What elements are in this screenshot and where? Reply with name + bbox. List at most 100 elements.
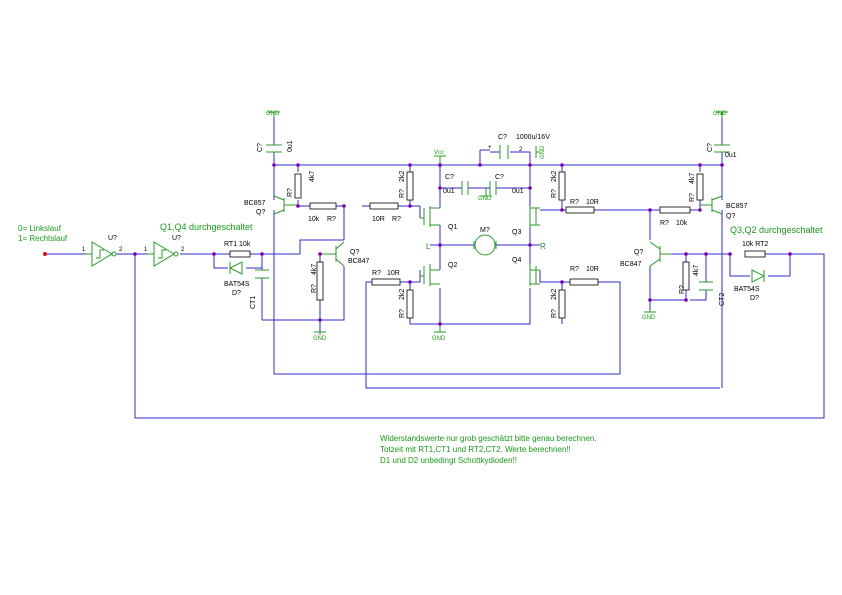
input-label-line1: 0= Linkslauf xyxy=(18,224,62,233)
diode-d1 xyxy=(228,261,243,275)
resistor-l-10r-low xyxy=(371,278,401,286)
wires xyxy=(45,118,825,419)
inverter-2-ref: U? xyxy=(172,235,181,242)
note-q1q4: Q1,Q4 durchgeschaltet xyxy=(160,222,253,232)
gnd-label-m-bottom: GND xyxy=(432,336,446,342)
resistor-l-base-val: 4k7 xyxy=(309,171,316,182)
resistor-rt1 xyxy=(229,250,251,258)
note-q3q2: Q3,Q2 durchgeschaltet xyxy=(730,225,823,235)
gnd-label-top: GND xyxy=(540,145,546,159)
transistor-right-pnp-type: BC857 xyxy=(726,203,748,210)
gnd-label-r-bottom: GND xyxy=(642,315,656,321)
resistor-r-4k7-val: 4k7 xyxy=(689,173,696,184)
cap-right-val: 0u1 xyxy=(725,152,737,159)
resistor-r-10r-low-ref: R? xyxy=(570,266,579,273)
cap-ct2 xyxy=(699,281,713,291)
resistor-r-4k7 xyxy=(696,173,704,201)
inverter-1 xyxy=(86,241,117,267)
cap-top-plus: + xyxy=(488,145,492,151)
gnd-label-right: GND xyxy=(713,111,727,117)
resistor-r-4k7-low-ref: R? xyxy=(679,285,686,294)
transistor-left-pnp-ref: Q? xyxy=(256,209,265,216)
cap-right xyxy=(714,144,730,153)
resistor-r-4k7-low xyxy=(682,261,690,291)
diode-d2 xyxy=(751,269,766,283)
mosfet-q1-label: Q1 xyxy=(448,224,457,231)
cap-top-val: 1000u/16V xyxy=(516,134,550,141)
resistor-r-10r-ref: R? xyxy=(570,199,579,206)
resistor-r-2k2-top xyxy=(558,171,566,201)
resistor-r-ser xyxy=(659,206,691,214)
mosfet-q1 xyxy=(420,206,440,227)
mosfet-q4 xyxy=(529,264,540,286)
resistor-l-10r xyxy=(369,202,399,210)
resistor-l-ser xyxy=(309,202,337,210)
transistor-right-npn-ref: Q? xyxy=(634,249,643,256)
note-line3: D1 und D2 unbedingt Schottkydioden!! xyxy=(380,456,517,465)
resistor-l-4k7-low xyxy=(316,261,324,301)
resistor-l-ser-ref: R? xyxy=(327,216,336,223)
net-left-label: L xyxy=(426,242,431,251)
note-line1: Widerstandswerte nur grob geschätzt bitt… xyxy=(380,434,597,443)
resistor-l-2k2-top-val: 2k2 xyxy=(399,171,406,182)
cap-mid1-ref: C? xyxy=(445,174,454,181)
transistor-left-npn-type: BC847 xyxy=(348,258,370,265)
mosfet-q3-label: Q3 xyxy=(512,229,521,236)
resistor-r-ser-val: 10k xyxy=(676,220,688,227)
resistor-l-4k7-low-val: 4k7 xyxy=(311,264,318,275)
transistor-left-pnp xyxy=(273,195,298,215)
inverter-2-pin-in: 1 xyxy=(144,247,148,253)
resistor-rt2 xyxy=(744,250,766,258)
resistors xyxy=(229,171,766,319)
input-label-line2: 1= Rechtslauf xyxy=(18,234,68,243)
transistor-right-pnp xyxy=(700,195,723,215)
cap-ct1 xyxy=(255,269,269,279)
cap-mid2-ref: C? xyxy=(495,174,504,181)
cap-mid2-val: 0u1 xyxy=(512,188,524,195)
transistor-right-pnp-ref: Q? xyxy=(726,213,735,220)
cap-left xyxy=(266,144,282,153)
cap-right-ref: C? xyxy=(707,143,714,152)
resistor-l-2k2-low-val: 2k2 xyxy=(399,289,406,300)
resistor-r-10r-low xyxy=(569,278,599,286)
mosfet-q2 xyxy=(420,264,440,286)
transistor-left-npn-ref: Q? xyxy=(350,249,359,256)
resistor-l-2k2-top xyxy=(406,171,414,201)
cap-left-val: 0u1 xyxy=(287,140,294,152)
gnd-label-mid: GND xyxy=(478,196,492,202)
resistor-r-4k7-low-val: 4k7 xyxy=(693,265,700,276)
transistor-right-npn xyxy=(649,241,672,267)
junctions xyxy=(43,163,792,326)
transistor-right-npn-type: BC847 xyxy=(620,261,642,268)
inverter-1-ref: U? xyxy=(108,235,117,242)
resistor-r-10r-val: 10R xyxy=(586,199,599,206)
resistor-l-2k2-low xyxy=(406,289,414,319)
cap-top-ref: C? xyxy=(498,134,507,141)
cap-mid2 xyxy=(489,181,497,195)
mosfet-q3 xyxy=(529,206,540,227)
resistor-r-2k2-top-ref: R? xyxy=(551,189,558,198)
resistor-r-4k7-ref: R? xyxy=(689,193,696,202)
resistor-l-2k2-low-ref: R? xyxy=(399,309,406,318)
cap-left-ref: C? xyxy=(257,143,264,152)
cap-mid1 xyxy=(461,181,469,195)
resistor-l-10r-val: 10R xyxy=(372,216,385,223)
diode-d2-type: BAT54S xyxy=(734,286,760,293)
cap-ct1-label: CT1 xyxy=(250,296,257,309)
transistor-left-pnp-type: BC857 xyxy=(244,200,266,207)
resistor-l-2k2-top-ref: R? xyxy=(399,189,406,198)
motor-label: M? xyxy=(480,227,490,234)
inverter-1-pin-out: 2 xyxy=(119,247,123,253)
resistor-rt1-label: RT1 10k xyxy=(224,241,251,248)
inverter-2 xyxy=(148,241,179,267)
mosfet-q2-label: Q2 xyxy=(448,262,457,269)
gnd-label-left: GND xyxy=(266,111,280,117)
resistor-rt2-label: 10k RT2 xyxy=(742,241,768,248)
diode-d1-type: BAT54S xyxy=(224,281,250,288)
cap-top xyxy=(499,145,509,159)
note-line2: Totzeit mit RT1,CT1 und RT2,CT2. Werte b… xyxy=(380,445,571,454)
resistor-r-10r xyxy=(565,206,595,214)
resistor-r-2k2-low xyxy=(558,289,566,319)
resistor-l-ser-val: 10k xyxy=(308,216,320,223)
